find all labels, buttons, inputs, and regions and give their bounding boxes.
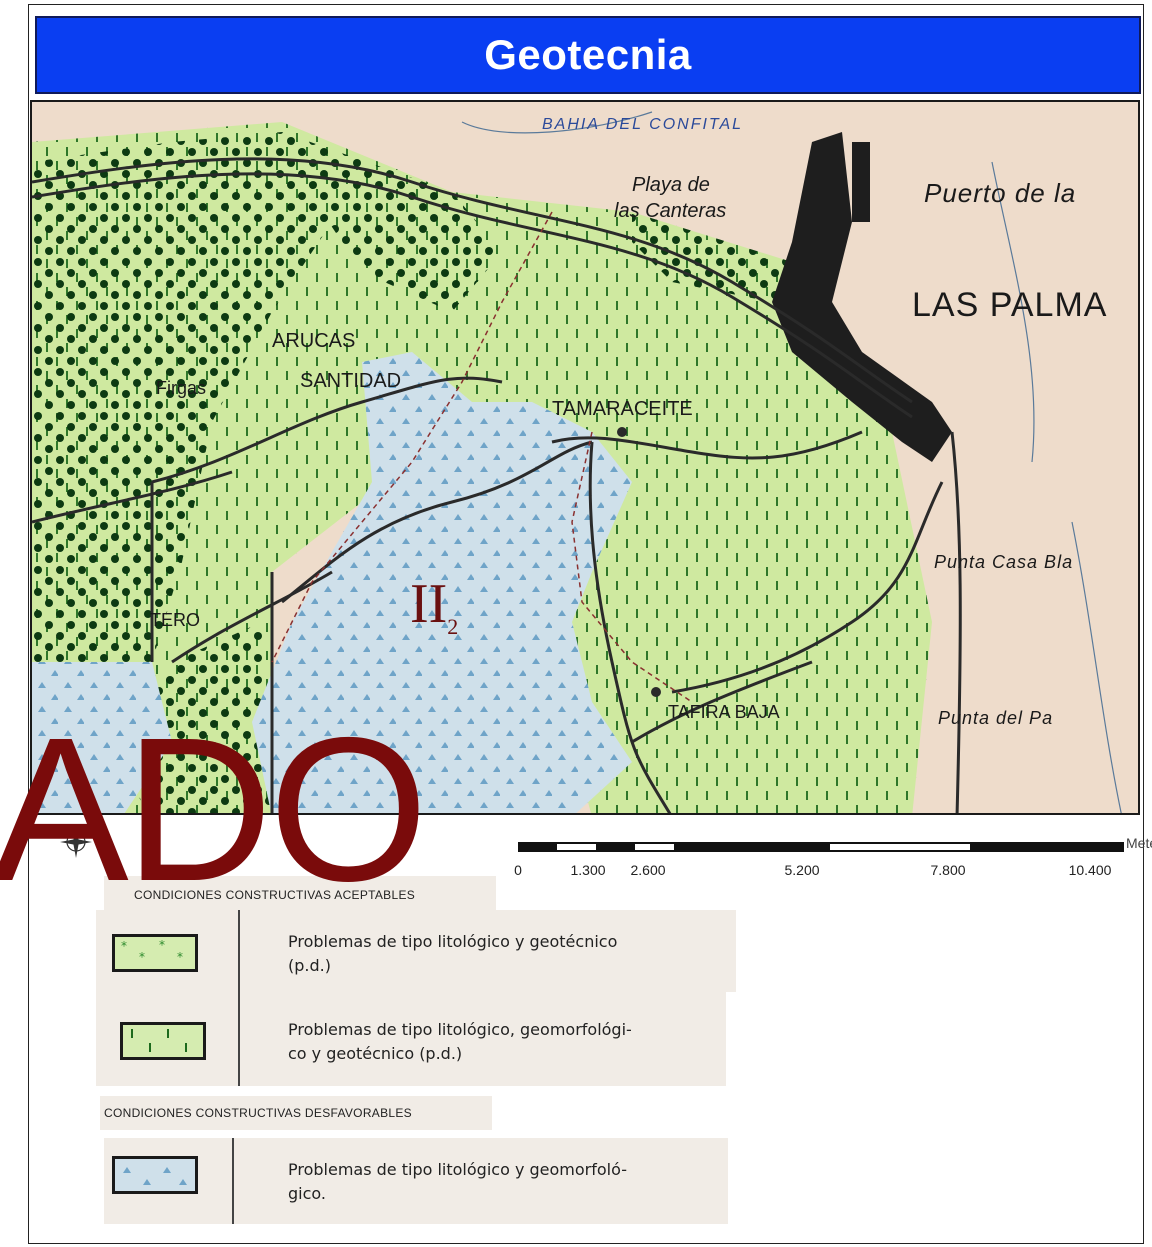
legend-header-aceptables: CONDICIONES CONSTRUCTIVAS ACEPTABLES — [104, 876, 496, 910]
legend-text: Problemas de tipo litológico y geomorfol… — [288, 1160, 627, 1203]
place-playa-line1: Playa de — [632, 174, 710, 196]
scale-tick: 0 — [514, 862, 522, 878]
place-tamaraceite: TAMARACEITE — [552, 398, 693, 420]
place-punta-del-palo: Punta del Pa — [938, 708, 1054, 728]
svg-text:*: * — [121, 939, 127, 953]
place-arucas: ARUCAS — [272, 330, 356, 352]
geotechnical-map[interactable]: BAHIA DEL CONFITAL Playa de las Canteras… — [30, 100, 1140, 815]
svg-text:*: * — [177, 950, 183, 964]
map-graphic — [32, 102, 1138, 813]
place-tafira-baja: TAFIRA BAJA — [668, 702, 780, 722]
compass-rose-icon — [60, 826, 92, 858]
scale-tick: 1.300 — [570, 862, 606, 878]
place-playa-line2: las Canteras — [614, 200, 727, 222]
scale-bar: Meters 0 1.300 2.600 5.200 7.800 10.400 — [514, 835, 1152, 888]
scale-tick: 7.800 — [930, 862, 966, 878]
watermark: ADO — [0, 695, 428, 924]
scale-unit: Meters — [1126, 835, 1152, 851]
page-title: Geotecnia — [484, 31, 692, 78]
place-puerto-de-la-luz: Puerto de la — [924, 178, 1077, 208]
scale-tick: 5.200 — [784, 862, 820, 878]
legend-text: Problemas de tipo litológico y geotécnic… — [288, 932, 618, 975]
place-punta-casa-blanca: Punta Casa Bla — [934, 552, 1074, 572]
svg-text:*: * — [159, 938, 165, 952]
legend-item-litologico-geotecnico: * * * * Problemas de tipo litológico y geot… — [96, 910, 736, 992]
place-teror: TERO — [150, 610, 201, 630]
svg-text:*: * — [139, 950, 145, 964]
place-firgas: Firgas — [156, 378, 207, 398]
swatch-green-stars-icon: * * * * — [112, 934, 198, 972]
legend-text: Problemas de tipo litológico, geomorfoló… — [288, 1020, 632, 1063]
swatch-blue-triangles-icon — [112, 1156, 198, 1194]
zone-label: II2 — [410, 573, 459, 640]
title-bar: Geotecnia — [35, 16, 1141, 94]
place-las-palmas: LAS PALMA — [912, 286, 1108, 324]
scale-tick: 2.600 — [630, 862, 666, 878]
legend-item-litologico-geomorfologico: Problemas de tipo litológico y geomorfol… — [104, 1138, 728, 1224]
place-santidad: SANTIDAD — [300, 370, 402, 392]
legend-header-desfavorables: CONDICIONES CONSTRUCTIVAS DESFAVORABLES — [100, 1096, 492, 1130]
swatch-green-dashes-icon — [120, 1022, 206, 1060]
legend-item-litologico-geomorfologico-geotecnico: Problemas de tipo litológico, geomorfoló… — [96, 992, 726, 1086]
scale-tick: 10.400 — [1068, 862, 1112, 878]
place-bahia-del-confital: BAHIA DEL CONFITAL — [542, 116, 744, 133]
